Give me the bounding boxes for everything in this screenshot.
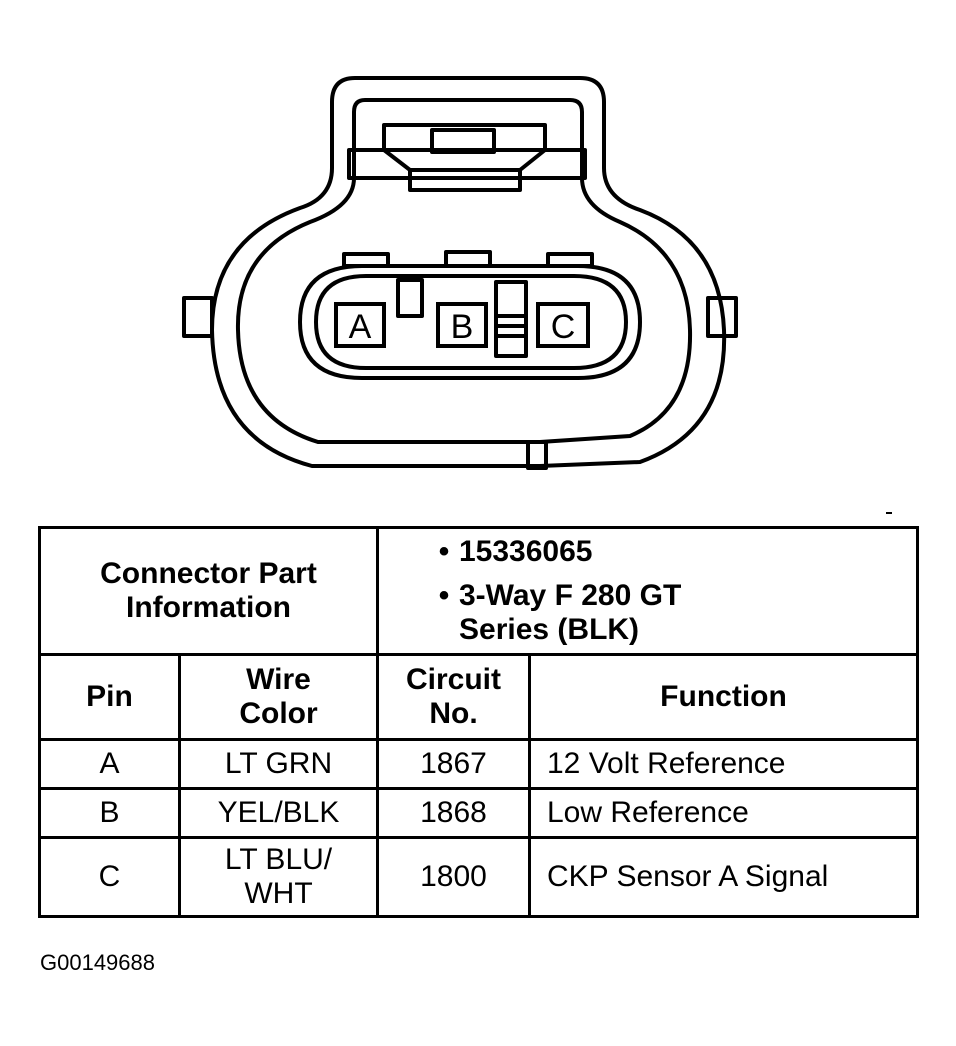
connector-pin-table: Connector Part Information • 15336065 • … [38, 526, 919, 918]
connector-bottom-key [526, 440, 548, 470]
stray-mark [886, 512, 892, 514]
part-info-values: • 15336065 • 3-Way F 280 GT Series (BLK) [376, 526, 919, 656]
part-number-item: • 15336065 [429, 535, 916, 569]
wire-color-cell: LT GRN [178, 738, 379, 790]
pin-cell: C [38, 836, 181, 918]
function-cell: 12 Volt Reference [528, 738, 919, 790]
connector-latch [347, 123, 587, 192]
part-info-row: Connector Part Information • 15336065 • … [38, 526, 919, 656]
pin-c-label: C [551, 308, 576, 346]
pin-cell: B [38, 787, 181, 839]
wire-color-cell: LT BLU/ WHT [178, 836, 379, 918]
bullet-icon: • [438, 579, 450, 612]
connector-right-tab [706, 296, 738, 338]
header-pin: Pin [38, 653, 181, 741]
circuit-cell: 1867 [376, 738, 531, 790]
pin-cavity-outline [298, 264, 642, 380]
table-header-row: Pin Wire Color Circuit No. Function [38, 653, 919, 741]
table-row: A LT GRN 1867 12 Volt Reference [38, 738, 919, 790]
pin-a-label: A [349, 308, 372, 346]
header-circuit-no: Circuit No. [376, 653, 531, 741]
function-cell: Low Reference [528, 787, 919, 839]
connector-diagram: A B C [182, 76, 738, 470]
pin-cell: A [38, 738, 181, 790]
figure-code: G00149688 [40, 950, 155, 975]
function-cell: CKP Sensor A Signal [528, 836, 919, 918]
connector-left-tab [182, 296, 214, 338]
terminal-lock-ab [396, 278, 424, 318]
part-info-label: Connector Part Information [38, 526, 379, 656]
table-row: C LT BLU/ WHT 1800 CKP Sensor A Signal [38, 836, 919, 918]
table-row: B YEL/BLK 1868 Low Reference [38, 787, 919, 839]
pin-b-label: B [451, 308, 474, 346]
pin-cavity-inner [314, 274, 628, 370]
circuit-cell: 1868 [376, 787, 531, 839]
connector-type-item: • 3-Way F 280 GT Series (BLK) [429, 579, 916, 647]
pin-c-box [536, 302, 590, 348]
pin-a-box [334, 302, 386, 348]
wire-color-cell: YEL/BLK [178, 787, 379, 839]
header-wire-color: Wire Color [178, 653, 379, 741]
circuit-cell: 1800 [376, 836, 531, 918]
bullet-icon: • [438, 535, 450, 568]
connector-outer-housing [210, 76, 727, 468]
terminal-lock-bc [494, 280, 528, 358]
header-function: Function [528, 653, 919, 741]
pin-b-box [436, 302, 488, 348]
